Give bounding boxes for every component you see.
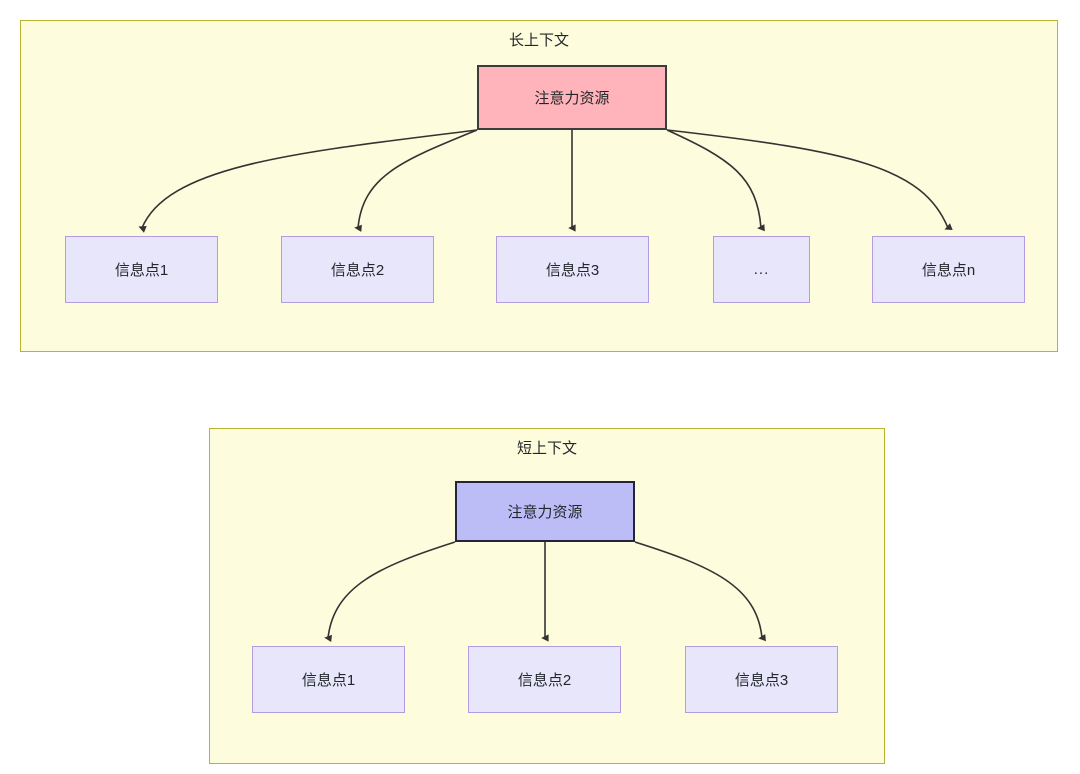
- long-context-info-label-3: 信息点3: [545, 262, 600, 279]
- long-context-info-label-ellipsis: ...: [753, 261, 770, 278]
- long-context-root-node[interactable]: 注意力资源: [477, 65, 667, 130]
- short-context-info-label-2: 信息点2: [517, 672, 572, 689]
- short-context-info-node-1[interactable]: 信息点1: [252, 646, 405, 713]
- long-context-root-label: 注意力资源: [534, 90, 610, 107]
- long-context-info-node-ellipsis[interactable]: ...: [713, 236, 810, 303]
- short-context-panel: 短上下文: [209, 428, 885, 764]
- long-context-info-node-1[interactable]: 信息点1: [65, 236, 218, 303]
- short-context-info-label-1: 信息点1: [301, 672, 356, 689]
- long-context-info-label-1: 信息点1: [114, 262, 169, 279]
- long-context-info-label-n: 信息点n: [921, 262, 976, 279]
- short-context-panel-title: 短上下文: [516, 440, 577, 457]
- long-context-panel-title: 长上下文: [508, 32, 569, 49]
- short-context-info-node-2[interactable]: 信息点2: [468, 646, 621, 713]
- long-context-info-label-2: 信息点2: [330, 262, 385, 279]
- short-context-root-label: 注意力资源: [507, 504, 583, 521]
- long-context-info-node-2[interactable]: 信息点2: [281, 236, 434, 303]
- short-context-info-label-3: 信息点3: [734, 672, 789, 689]
- short-context-root-node[interactable]: 注意力资源: [455, 481, 635, 542]
- short-context-info-node-3[interactable]: 信息点3: [685, 646, 838, 713]
- long-context-info-node-3[interactable]: 信息点3: [496, 236, 649, 303]
- long-context-info-node-n[interactable]: 信息点n: [872, 236, 1025, 303]
